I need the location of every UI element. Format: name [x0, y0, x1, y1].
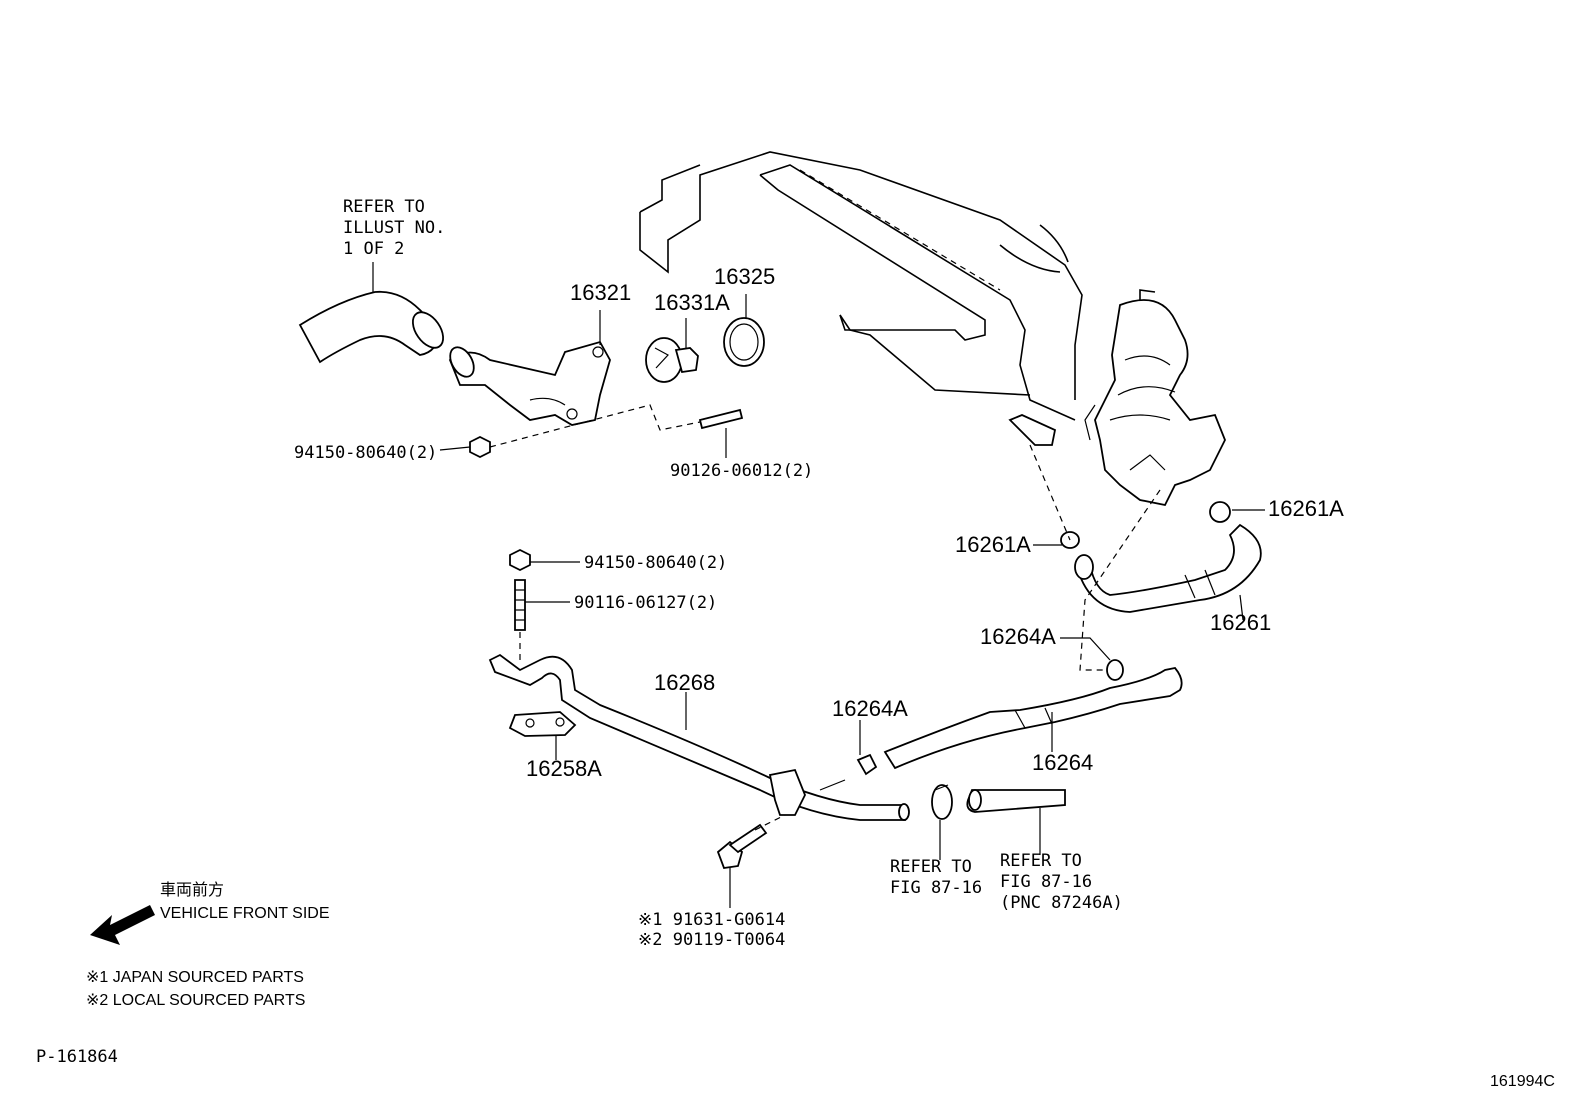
stud-90126 [698, 408, 744, 430]
label-16264a-upper: 16264A [980, 624, 1056, 649]
label-16321: 16321 [570, 280, 631, 305]
dashed-guide-right-a [1029, 444, 1071, 541]
part-labels: REFER TO ILLUST NO. 1 OF 2 16321 16331A … [294, 197, 1344, 950]
label-16261a-right: 16261A [1268, 496, 1344, 521]
clamp-16261a-right [1209, 501, 1231, 523]
label-90126: 90126-06012(2) [670, 461, 813, 481]
footer-right-code: 161994C [1490, 1073, 1555, 1090]
gasket-16325 [723, 317, 765, 367]
front-arrow-icon [90, 905, 155, 945]
refer-fig-a-line1: REFER TO [890, 857, 972, 877]
refer-fig-b-line2: FIG 87-16 [1000, 872, 1092, 892]
refer-fig-b-line3: (PNC 87246A) [1000, 893, 1123, 913]
hose-16264 [883, 667, 1183, 770]
stud-90116 [514, 579, 526, 631]
label-16331a: 16331A [654, 290, 730, 315]
footer-left-code: P-161864 [36, 1047, 118, 1067]
dashed-guide-bolt [754, 814, 786, 831]
label-91631: ※1 91631-G0614 [638, 910, 785, 930]
pipe-16268 [488, 653, 910, 821]
thermostat-16331a [645, 337, 699, 383]
water-outlet-16321 [448, 340, 611, 426]
leader-lines [372, 262, 1265, 908]
clamp-16264a-lower [856, 753, 878, 776]
label-16261a-left: 16261A [955, 532, 1031, 557]
refer-illust-line2: ILLUST NO. [343, 218, 445, 238]
hose-16261 [1074, 523, 1262, 613]
clamp-16264a-upper [1106, 659, 1124, 681]
nut-94150-mid [509, 548, 531, 572]
label-90119: ※2 90119-T0064 [638, 930, 785, 950]
throttle-body [1084, 289, 1226, 507]
label-16325: 16325 [714, 264, 775, 289]
note-japan-sourced: ※1 JAPAN SOURCED PARTS [86, 969, 304, 986]
small-pipe-throttle [1008, 414, 1057, 446]
engine-block-outline [639, 151, 1083, 421]
label-90116: 90116-06127(2) [574, 593, 717, 613]
gasket-16258a [508, 711, 577, 737]
hose-refer-fig [966, 789, 1066, 813]
label-94150-mid: 94150-80640(2) [584, 553, 727, 573]
bolt-91631 [716, 823, 768, 869]
front-side-jp: 車両前方 [160, 881, 224, 899]
refer-fig-b-line1: REFER TO [1000, 851, 1082, 871]
front-side-en: VEHICLE FRONT SIDE [160, 905, 330, 922]
legend: 車両前方 VEHICLE FRONT SIDE ※1 JAPAN SOURCED… [86, 881, 330, 1009]
label-16258a: 16258A [526, 756, 602, 781]
dashed-guide-right-b [1079, 489, 1161, 671]
label-16264: 16264 [1032, 750, 1093, 775]
dashed-guide-outlet [489, 404, 701, 448]
note-local-sourced: ※2 LOCAL SOURCED PARTS [86, 992, 305, 1009]
upper-radiator-hose [298, 290, 445, 364]
nut-94150-top [469, 435, 491, 459]
refer-illust-line1: REFER TO [343, 197, 425, 217]
label-16264a-lower: 16264A [832, 696, 908, 721]
clamp-refer-fig [931, 784, 953, 820]
refer-fig-a-line2: FIG 87-16 [890, 878, 982, 898]
refer-illust-line3: 1 OF 2 [343, 239, 404, 259]
label-16268: 16268 [654, 670, 715, 695]
label-16261: 16261 [1210, 610, 1271, 635]
label-94150-top: 94150-80640(2) [294, 443, 437, 463]
